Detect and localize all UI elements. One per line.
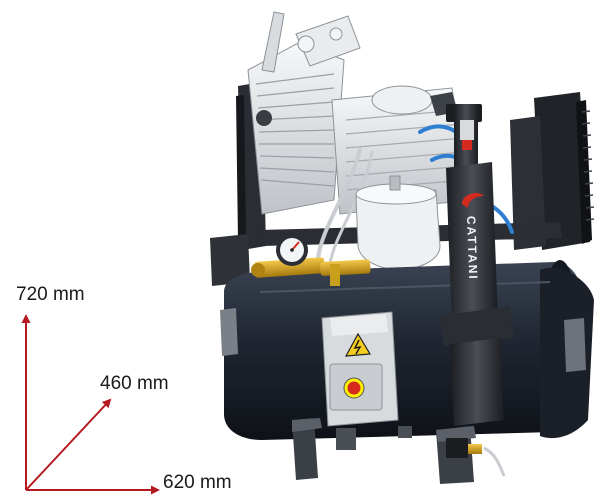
compressor: CATTANI bbox=[210, 11, 595, 484]
brand-label: CATTANI bbox=[464, 216, 480, 281]
drain-valve bbox=[446, 438, 506, 477]
high-voltage-warning-icon bbox=[344, 332, 372, 357]
brand-logo-icon bbox=[462, 193, 484, 208]
air-tank bbox=[220, 260, 594, 440]
expansion-vessel bbox=[355, 175, 441, 271]
depth-arrow bbox=[25, 398, 112, 491]
height-dimension-label: 720 mm bbox=[16, 284, 85, 305]
cylinder-head bbox=[247, 11, 361, 215]
pressure-gauge bbox=[276, 234, 308, 266]
brass-manifold bbox=[251, 257, 371, 286]
pressure-switch-box bbox=[210, 234, 250, 286]
electrical-box bbox=[321, 311, 399, 427]
radiator bbox=[510, 92, 595, 250]
dryer-column: CATTANI bbox=[440, 104, 514, 426]
motor bbox=[331, 85, 471, 215]
dimension-arrows bbox=[21, 314, 160, 495]
width-dimension-label: 620 mm bbox=[163, 472, 232, 493]
depth-dimension-label: 460 mm bbox=[100, 373, 169, 394]
